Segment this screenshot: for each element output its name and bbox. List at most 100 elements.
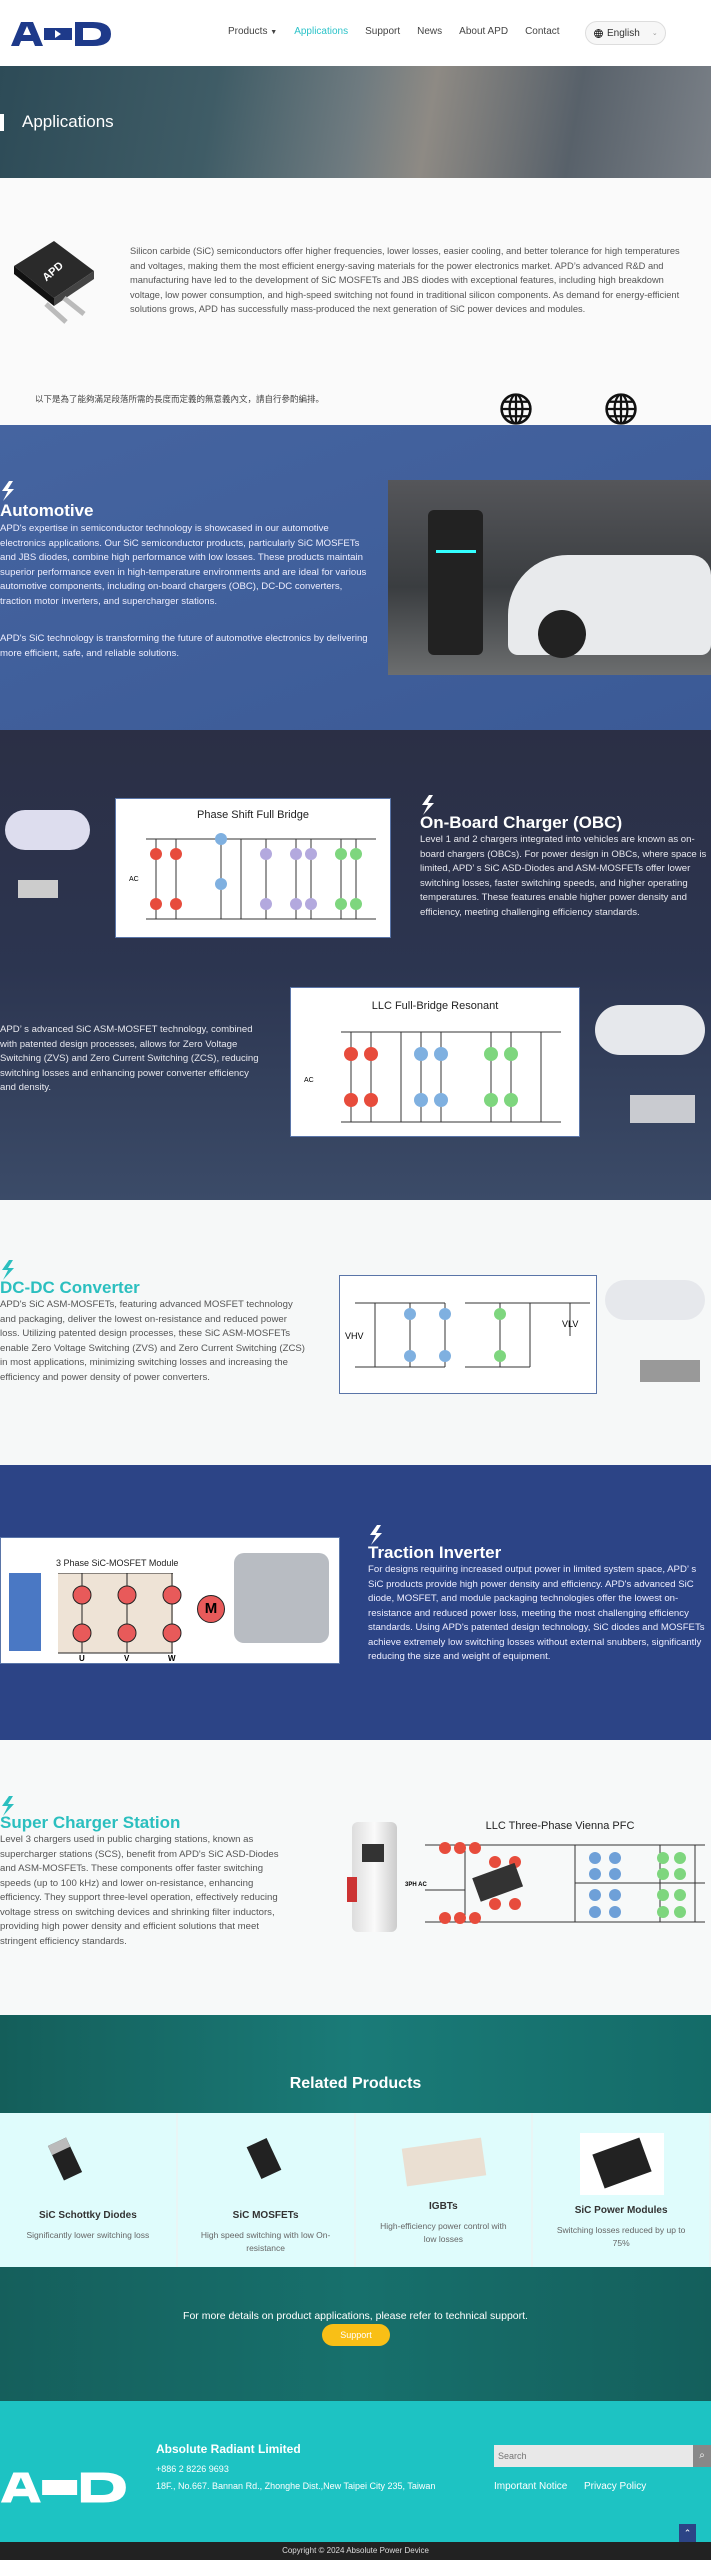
product-desc: High speed switching with low On-resista…: [200, 2230, 331, 2253]
traction-text: For designs requiring increased output p…: [368, 1564, 705, 1662]
diagram-title: LLC Full-Bridge Resonant: [371, 1000, 499, 1012]
language-selector[interactable]: English ⌄: [585, 21, 666, 45]
nav-news[interactable]: News: [417, 26, 443, 37]
schottky-diode-image: [47, 2137, 83, 2181]
globe-icon: [500, 393, 532, 425]
title-accent-bar: [0, 114, 4, 131]
circuit-schematic: AC: [129, 833, 376, 920]
product-card-igbt[interactable]: IGBTs High-efficiency power control with…: [356, 2113, 534, 2267]
nav-about[interactable]: About APD: [459, 26, 509, 37]
product-name: SiC Power Modules: [574, 2205, 668, 2216]
obc-title: On-Board Charger (OBC): [420, 813, 623, 832]
support-button[interactable]: Support: [322, 2324, 390, 2346]
dcdc-text: APD's SiC ASM-MOSFETs, featuring advance…: [0, 1299, 305, 1383]
related-products-list: SiC Schottky Diodes Significantly lower …: [0, 2113, 711, 2267]
product-desc: Switching losses reduced by up to 75%: [556, 2225, 686, 2248]
ac-label: AC: [129, 876, 139, 883]
caret-down-icon: ▼: [270, 29, 278, 36]
company-name: Absolute Radiant Limited: [156, 2442, 301, 2456]
hero-banner: Applications: [0, 66, 711, 178]
cta-text: For more details on product applications…: [183, 2310, 528, 2322]
globe-icon: [605, 393, 637, 425]
lightning-icon: [0, 481, 16, 501]
main-nav: Products ▼ Applications Support News Abo…: [228, 26, 560, 37]
product-card-module[interactable]: SiC Power Modules Switching losses reduc…: [533, 2113, 711, 2267]
ac-label: 3PH AC: [405, 1882, 427, 1888]
related-products-title: Related Products: [289, 2075, 422, 2092]
apd-logo-white[interactable]: [0, 2470, 128, 2505]
phase-label: V: [124, 1654, 130, 1663]
dcdc-diagram: VHV VLV: [339, 1275, 597, 1394]
dcdc-unit-image: [640, 1360, 700, 1382]
placeholder-text: 以下是為了能夠滿足段落所需的長度而定義的無意義內文，請自行參酌編排。: [35, 394, 325, 404]
product-name: IGBTs: [429, 2201, 458, 2212]
product-card-mosfet[interactable]: SiC MOSFETs High speed switching with lo…: [178, 2113, 356, 2267]
circuit-schematic: VHV VLV: [345, 1302, 590, 1368]
product-desc: Significantly lower switching loss: [26, 2230, 150, 2240]
mosfet-image: [246, 2137, 282, 2180]
nav-applications[interactable]: Applications: [294, 26, 349, 37]
related-products-header: Related Products: [0, 2015, 711, 2113]
lightning-icon: [0, 1260, 16, 1280]
obc-unit-image: [630, 1095, 695, 1123]
car-chassis-image: [605, 1280, 705, 1320]
diagram-title: 3 Phase SiC-MOSFET Module: [56, 1558, 179, 1568]
vhv-label: VHV: [345, 1331, 364, 1341]
car-chassis-image: [595, 1005, 705, 1055]
globe-icon: [594, 29, 603, 38]
back-to-top-button[interactable]: ⌃: [679, 2524, 696, 2542]
chevron-down-icon: ⌄: [651, 30, 658, 37]
link-important-notice[interactable]: Important Notice: [494, 2481, 568, 2492]
car-chassis-image: [0, 800, 92, 910]
product-name: SiC Schottky Diodes: [38, 2210, 137, 2221]
product-desc: High-efficiency power control with low l…: [380, 2221, 507, 2244]
nav-contact[interactable]: Contact: [525, 26, 560, 37]
circuit-schematic: AC: [304, 1031, 561, 1123]
sic-chip-image: APD: [14, 241, 94, 324]
phase-label: W: [168, 1654, 176, 1663]
supercharger-title: Super Charger Station: [0, 1813, 181, 1832]
phase-shift-full-bridge-diagram: Phase Shift Full Bridge AC: [115, 798, 391, 938]
intro-text: Silicon carbide (SiC) semiconductors off…: [130, 246, 680, 314]
diagram-title: Phase Shift Full Bridge: [197, 809, 309, 821]
traction-title: Traction Inverter: [368, 1543, 502, 1562]
page-title: Applications: [22, 112, 114, 131]
igbt-image: [401, 2137, 486, 2187]
intro-section: APD Silicon carbide (SiC) semiconductors…: [0, 178, 711, 425]
supercharger-text: Level 3 chargers used in public charging…: [0, 1834, 279, 1947]
footer-search-input[interactable]: [494, 2445, 694, 2467]
product-card-schottky[interactable]: SiC Schottky Diodes Significantly lower …: [0, 2113, 178, 2267]
site-footer: Absolute Radiant Limited +886 2 8226 969…: [0, 2401, 711, 2542]
nav-support[interactable]: Support: [365, 26, 401, 37]
search-icon[interactable]: ⌕: [693, 2445, 711, 2467]
obc-text: Level 1 and 2 chargers integrated into v…: [420, 834, 707, 918]
traction-section: 3 Phase SiC-MOSFET Module M U V W Tracti…: [0, 1465, 711, 1740]
company-address: 18F., No.667. Bannan Rd., Zhonghe Dist.,…: [156, 2481, 436, 2491]
driver-ic-image: [9, 1573, 41, 1651]
link-privacy-policy[interactable]: Privacy Policy: [584, 2481, 647, 2492]
lightning-icon: [420, 795, 436, 815]
circuit-schematic: [58, 1573, 182, 1654]
supercharger-section: Super Charger Station Level 3 chargers u…: [0, 1740, 711, 2015]
automotive-text: APD's expertise in semiconductor technol…: [0, 523, 367, 607]
ev-charging-photo: [388, 480, 711, 675]
automotive-section: Automotive APD's expertise in semiconduc…: [0, 425, 711, 730]
power-module-image: [580, 2133, 665, 2195]
apd-logo[interactable]: [11, 20, 112, 48]
dcdc-title: DC-DC Converter: [0, 1278, 140, 1297]
traction-module-diagram: 3 Phase SiC-MOSFET Module M U V W: [0, 1537, 340, 1664]
diagram-title: LLC Three-Phase Vienna PFC: [485, 1820, 635, 1832]
ac-label: AC: [304, 1077, 314, 1084]
motor-symbol: M: [197, 1595, 225, 1623]
dcdc-section: DC-DC Converter APD's SiC ASM-MOSFETs, f…: [0, 1200, 711, 1465]
site-header: Products ▼ Applications Support News Abo…: [0, 0, 711, 66]
company-phone[interactable]: +886 2 8226 9693: [156, 2464, 229, 2474]
phase-label: U: [79, 1654, 85, 1663]
vienna-pfc-schematic: 3PH AC: [405, 1842, 705, 1924]
nav-products[interactable]: Products ▼: [228, 26, 278, 37]
support-cta: For more details on product applications…: [0, 2267, 711, 2401]
product-name: SiC MOSFETs: [232, 2210, 299, 2221]
llc-text: APD’ s advanced SiC ASM-MOSFET technolog…: [0, 1024, 259, 1093]
charging-station-image: [347, 1822, 397, 1932]
lightning-icon: [368, 1525, 384, 1545]
